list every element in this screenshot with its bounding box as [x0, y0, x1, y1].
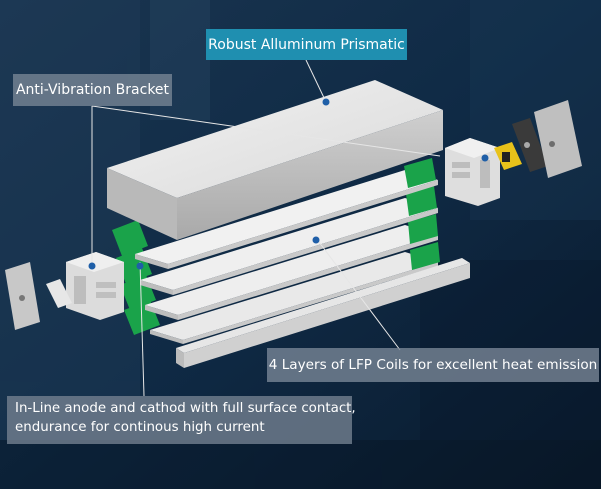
callout-anode-line-1: In-Line anode and cathod with full surfa… [15, 401, 356, 416]
coil-layer-1 [112, 158, 438, 269]
callout-anti-vibration-bracket: Anti-Vibration Bracket [13, 74, 172, 106]
leader-lines [91, 59, 441, 397]
callout-lfp-coils: 4 Layers of LFP Coils for excellent heat… [267, 348, 599, 382]
case-side-face [177, 110, 443, 240]
right-gasket [512, 118, 548, 172]
left-end-plate [5, 262, 40, 330]
coil-layer-3 [120, 214, 438, 320]
callout-prismatic-label: Robust Alluminum Prismatic [208, 36, 405, 53]
callout-anode-cathode: In-Line anode and cathod with full surfa… [7, 396, 356, 444]
aluminum-prismatic-case [107, 80, 443, 240]
coil-layer-2 [116, 186, 438, 295]
right-terminal-piece [494, 142, 522, 170]
leader-dots [88, 98, 489, 270]
cover-plate [176, 258, 470, 368]
callout-anode-line-2: endurance for continous high current [15, 420, 265, 435]
right-end-plate [534, 100, 582, 178]
left-terminal-piece [46, 279, 72, 308]
callout-prismatic-case: Robust Alluminum Prismatic [206, 29, 407, 60]
callout-coils-label: 4 Layers of LFP Coils for excellent heat… [268, 357, 598, 373]
lfp-coil-layers [112, 158, 440, 344]
case-front-face [107, 168, 177, 240]
callout-bracket-label: Anti-Vibration Bracket [15, 82, 170, 98]
case-top-face [107, 80, 443, 198]
right-bracket [445, 138, 500, 206]
left-bracket [66, 252, 124, 320]
